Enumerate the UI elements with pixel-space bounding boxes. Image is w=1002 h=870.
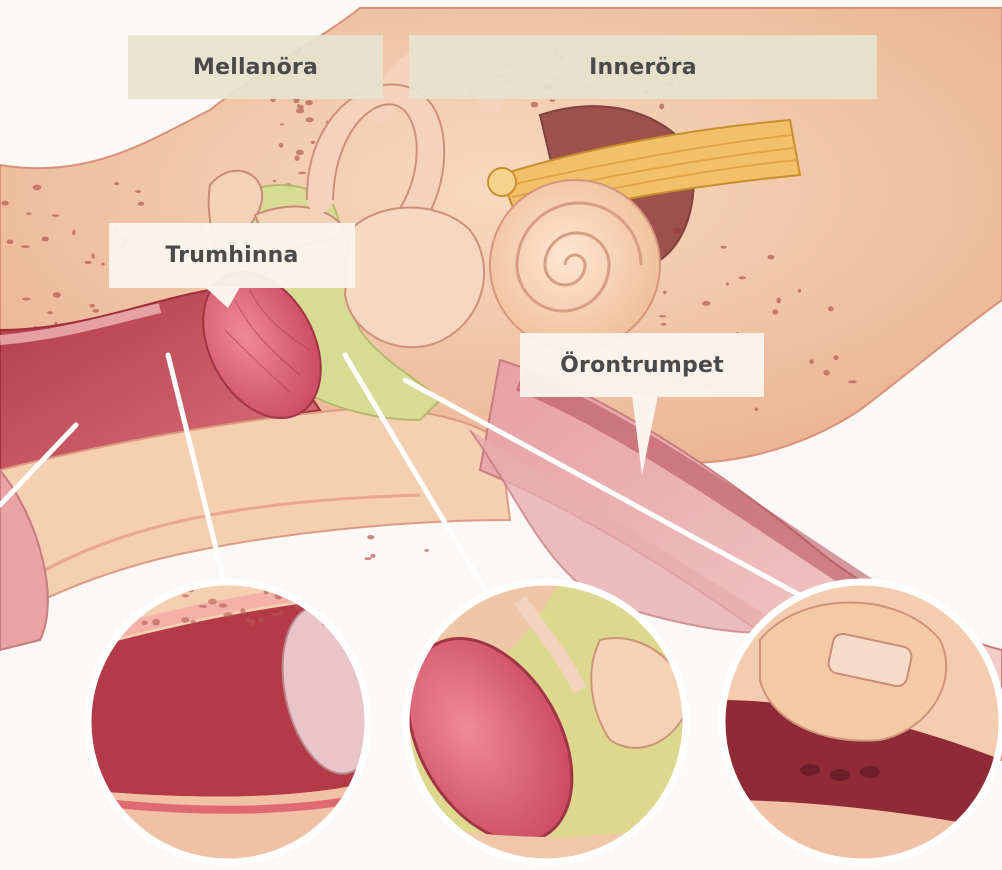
zoom-circle-ear-canal [80,580,392,870]
label-eardrum: Trumhinna [109,223,355,288]
zoom-circle-eardrum [374,580,700,870]
label-middle-ear: Mellanöra [128,35,383,99]
label-inner-ear: Inneröra [409,35,877,99]
zoom-circle-eustachian-tube [720,580,1002,870]
cochlea [490,180,660,350]
label-eustachian-tube: Örontrumpet [520,333,764,397]
